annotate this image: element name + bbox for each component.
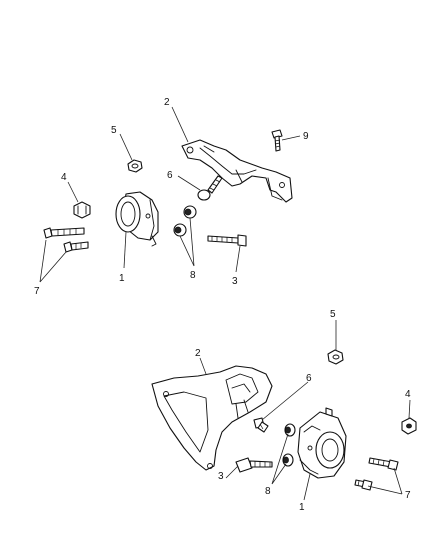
- top-callout-4: 4: [61, 172, 67, 183]
- top-bracket: [181, 139, 293, 203]
- bottom-callout-6: 6: [306, 373, 312, 384]
- bottom-assembly: 5 2 6 4 3 8 1 7: [151, 309, 417, 513]
- top-callout-3: 3: [232, 276, 238, 287]
- bottom-nuts: [282, 423, 296, 467]
- bottom-nut: [327, 349, 344, 365]
- top-callout-8: 8: [190, 270, 196, 281]
- top-bolt-pair: [43, 227, 89, 253]
- top-bolt-short: [271, 129, 283, 152]
- bottom-callout-3: 3: [218, 471, 224, 482]
- top-bolt-mid: [197, 175, 223, 201]
- top-nuts: [173, 205, 197, 237]
- top-nut: [127, 159, 143, 173]
- top-assembly: 2 5 9 4 6 1 8 3 7: [34, 97, 309, 297]
- top-lock-nut: [73, 201, 91, 219]
- top-callout-7: 7: [34, 286, 40, 297]
- top-callout-1: 1: [119, 273, 125, 284]
- top-bolt-long: [207, 234, 247, 247]
- top-callout-9: 9: [303, 131, 309, 142]
- bottom-bracket: [151, 365, 273, 471]
- top-callout-6: 6: [167, 170, 173, 181]
- bottom-lock-nut: [401, 417, 417, 435]
- top-callout-2: 2: [164, 97, 170, 108]
- bottom-bolt-pair: [354, 457, 399, 491]
- bottom-bolt-long: [235, 457, 273, 473]
- bottom-callout-2: 2: [195, 348, 201, 359]
- bottom-callout-7: 7: [405, 490, 411, 501]
- bottom-callout-1: 1: [299, 502, 305, 513]
- bottom-bolt-mid: [253, 417, 269, 433]
- top-callout-5: 5: [111, 125, 117, 136]
- bottom-mount: [297, 407, 347, 479]
- bottom-callout-5: 5: [330, 309, 336, 320]
- bottom-callout-8: 8: [265, 486, 271, 497]
- bottom-callout-4: 4: [405, 389, 411, 400]
- top-mount: [115, 191, 159, 247]
